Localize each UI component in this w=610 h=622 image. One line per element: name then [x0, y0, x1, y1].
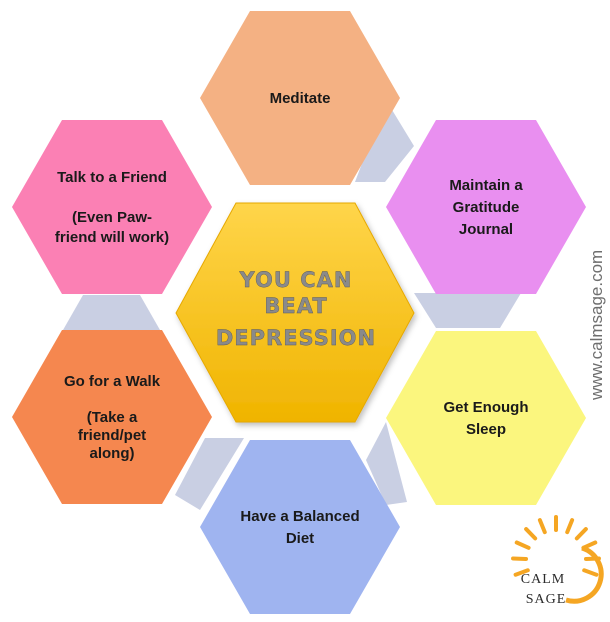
sun-ray	[565, 518, 575, 535]
center-hexagon: YOU CAN BEAT DEPRESSION	[175, 202, 415, 423]
hexagon-label-meditate-0: Meditate	[270, 90, 331, 107]
connector-walk-friend	[63, 295, 160, 330]
hexagon-label-gratitude-1: Gratitude	[453, 199, 520, 216]
brand-line-1: CALM	[521, 572, 565, 587]
hexagon-label-walk-0: Go for a Walk	[64, 373, 161, 390]
sun-ray	[582, 568, 599, 577]
hexagon-label-friend-2: (Even Paw-	[72, 209, 152, 226]
sun-icon	[511, 515, 604, 604]
watermark: www.calmsage.com	[587, 250, 606, 401]
watermark-text: www.calmsage.com	[587, 250, 606, 401]
hexagon-shape-meditate	[200, 11, 400, 185]
hexagon-label-gratitude-0: Maintain a	[449, 177, 523, 194]
hexagon-label-diet-0: Have a Balanced	[240, 508, 359, 525]
sun-ray	[514, 540, 531, 550]
hexagon-shape-friend	[12, 120, 212, 294]
connector-sleep-diet	[366, 422, 407, 505]
sun-ray	[513, 568, 530, 577]
hexagon-label-walk-4: along)	[90, 445, 135, 462]
hexagon-friend: Talk to a Friend (Even Paw-friend will wo…	[12, 120, 212, 294]
hexagon-label-sleep-0: Get Enough	[444, 399, 529, 416]
sun-ray	[537, 518, 547, 535]
connector-meditate-gratitude	[355, 100, 414, 182]
connectors	[63, 100, 521, 510]
hexagon-label-walk-3: friend/pet	[78, 427, 146, 444]
connector-diet-walk	[175, 438, 244, 510]
connector-gratitude-sleep	[414, 293, 521, 328]
hexagon-label-diet-1: Diet	[286, 530, 314, 547]
hexagon-shape-sleep	[386, 331, 586, 505]
hexagon-label-sleep-1: Sleep	[466, 421, 506, 438]
hexagon-label-gratitude-2: Journal	[459, 221, 513, 238]
hexagon-shape-walk	[12, 330, 212, 504]
hexagon-shape-diet	[200, 440, 400, 614]
hexagon-label-walk-2: (Take a	[87, 409, 138, 426]
sun-ray	[574, 527, 588, 541]
hexagon-label-friend-0: Talk to a Friend	[57, 169, 167, 186]
hexagon-shape-gratitude	[386, 120, 586, 294]
sun-ray	[524, 527, 538, 541]
calm-sage-logo: CALM SAGE	[511, 515, 604, 607]
brand-line-2: SAGE	[526, 592, 567, 607]
center-line-3: DEPRESSION	[216, 326, 376, 350]
center-line-2: BEAT	[264, 294, 327, 318]
sun-arc	[565, 545, 604, 604]
hexagon-label-friend-3: friend will work)	[55, 229, 169, 246]
center-line-1: YOU CAN	[239, 268, 353, 292]
hexagon-meditate: Meditate	[200, 11, 400, 185]
